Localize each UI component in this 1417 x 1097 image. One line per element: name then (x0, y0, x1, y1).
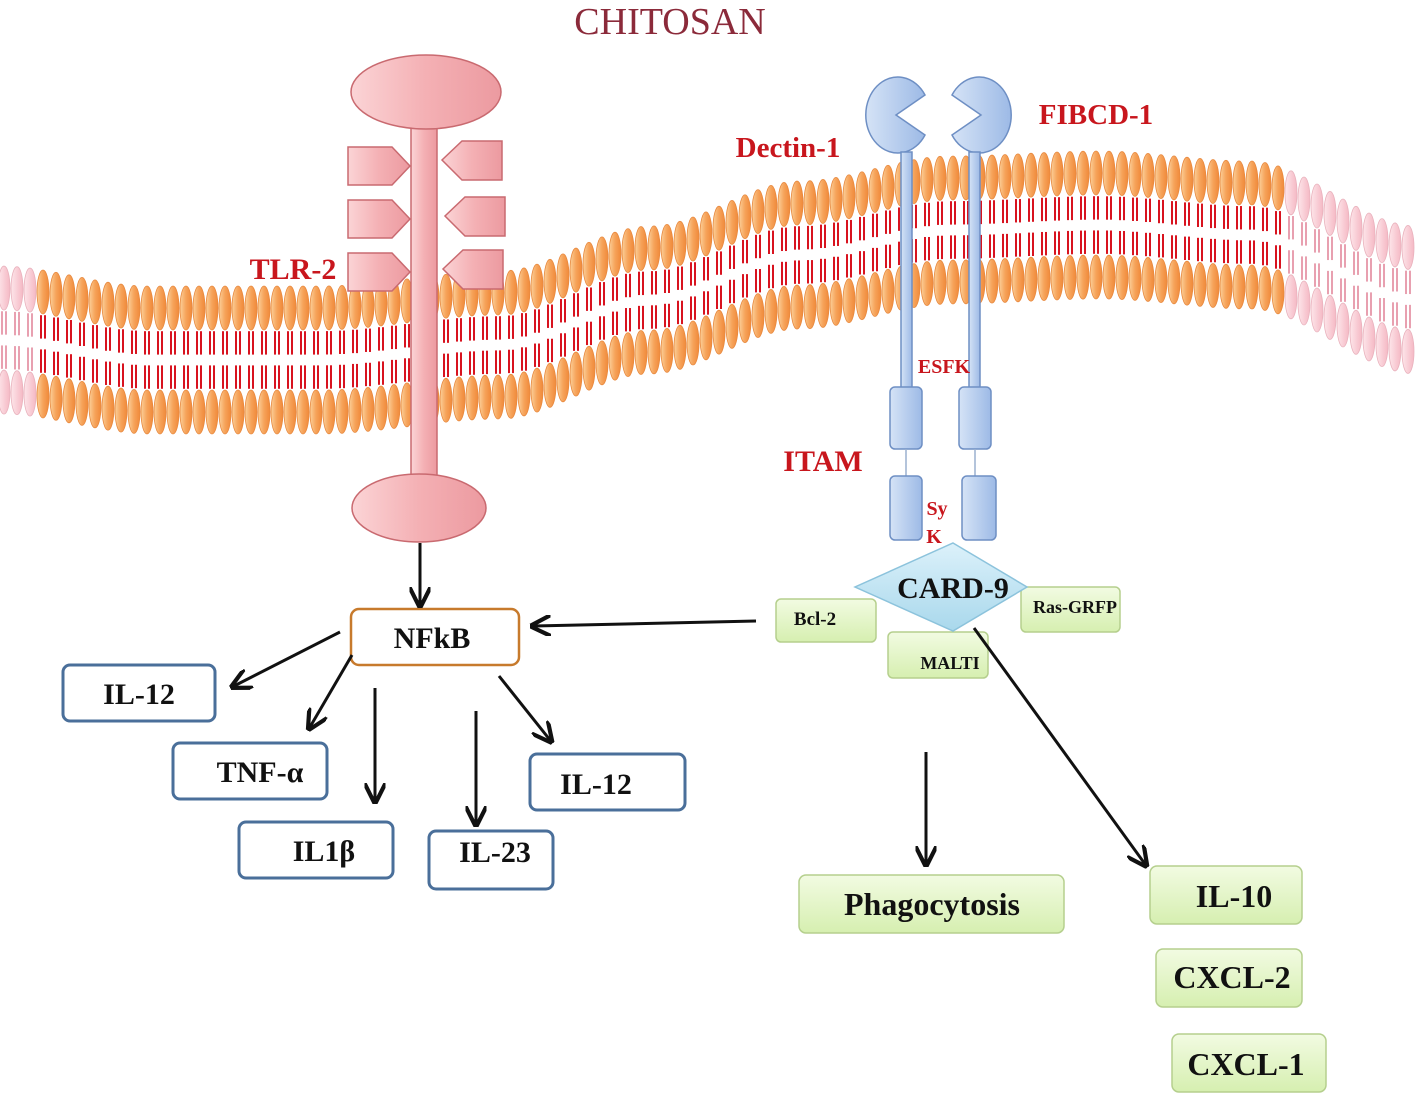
nfkb-output-il12-right: IL-12 (528, 752, 687, 812)
fibcd1-stalk (968, 151, 981, 389)
cxcl1-box: CXCL-1 (1171, 1033, 1327, 1093)
dectin1-itam-lower (889, 475, 923, 541)
tlr2-lrr-left-2 (347, 199, 412, 239)
tlr2-lrr-right-1 (440, 140, 503, 181)
nfkb-output-il23: IL-23 (427, 829, 555, 891)
dectin1-receptor (865, 76, 926, 541)
nfkb-box: NFkB (349, 607, 521, 667)
arrow-card9-to-il10 (972, 627, 1145, 864)
bcl2-box: Bcl-2 (775, 598, 877, 643)
tlr2-label: TLR-2 (250, 253, 337, 286)
nfkb-output-il1-beta: IL1β (237, 820, 395, 880)
phagocytosis-box: Phagocytosis (798, 874, 1065, 934)
arrow-nfkb-to-il12-right (497, 675, 550, 740)
tlr2-bottom-domain (351, 473, 487, 543)
tlr2-lrr-right-2 (443, 196, 506, 237)
svg-text:IL-23: IL-23 (459, 836, 531, 869)
malti-box: MALTI (887, 631, 989, 679)
pathway-arrows (234, 543, 1145, 864)
fibcd1-domain-upper (958, 386, 992, 450)
svg-text:CXCL-2: CXCL-2 (1173, 959, 1290, 995)
fibcd1-binding-domain (951, 76, 1012, 154)
svg-text:IL-12: IL-12 (560, 768, 632, 801)
title-chitosan: CHITOSAN (574, 1, 765, 43)
dectin1-stalk (900, 151, 913, 389)
svg-text:TNF-α: TNF-α (217, 756, 304, 789)
syk-label-line2: K (926, 526, 942, 548)
card9-diamond: CARD-9 (853, 542, 1029, 632)
cxcl2-box: CXCL-2 (1155, 948, 1303, 1008)
nfkb-output-tnf-alpha: TNF-α (171, 741, 329, 801)
svg-text:CXCL-1: CXCL-1 (1187, 1046, 1304, 1082)
nfkb-label: NFkB (394, 622, 471, 655)
dectin1-label: Dectin-1 (736, 132, 841, 164)
tlr2-receptor (347, 54, 506, 543)
arrow-nfkb-to-tnf (310, 654, 354, 727)
svg-text:IL-10: IL-10 (1196, 878, 1272, 914)
tlr2-top-domain (350, 54, 502, 130)
fibcd1-label: FIBCD-1 (1039, 99, 1153, 131)
nfkb-output-il12-left: IL-12 (61, 663, 217, 723)
svg-text:Phagocytosis: Phagocytosis (844, 886, 1020, 922)
dectin1-binding-domain (865, 76, 926, 154)
tlr2-lrr-left-3 (347, 252, 412, 292)
itam-label: ITAM (783, 445, 862, 478)
tlr2-stalk (410, 117, 438, 481)
tlr2-lrr-right-3 (441, 249, 504, 290)
il10-box: IL-10 (1149, 865, 1303, 925)
cell-membrane (0, 150, 1415, 435)
ras-grfp-box: Ras-GRFP (1020, 586, 1121, 633)
svg-text:IL-12: IL-12 (103, 678, 175, 711)
dectin1-itam-upper (889, 386, 923, 450)
ras-grfp-label: Ras-GRFP (1033, 597, 1117, 617)
syk-label-line1: Sy (926, 498, 947, 520)
fibcd1-receptor (951, 76, 1012, 541)
arrow-card9-to-nfkb (534, 621, 757, 626)
malti-label: MALTI (920, 653, 979, 673)
fibcd1-domain-lower (961, 475, 997, 541)
tlr2-lrr-left-1 (347, 146, 412, 186)
arrow-nfkb-to-il12-left (234, 630, 341, 686)
bcl2-label: Bcl-2 (794, 609, 836, 630)
svg-text:IL1β: IL1β (293, 835, 356, 868)
card9-label: CARD-9 (897, 572, 1009, 605)
esfk-label: ESFK (918, 356, 971, 378)
